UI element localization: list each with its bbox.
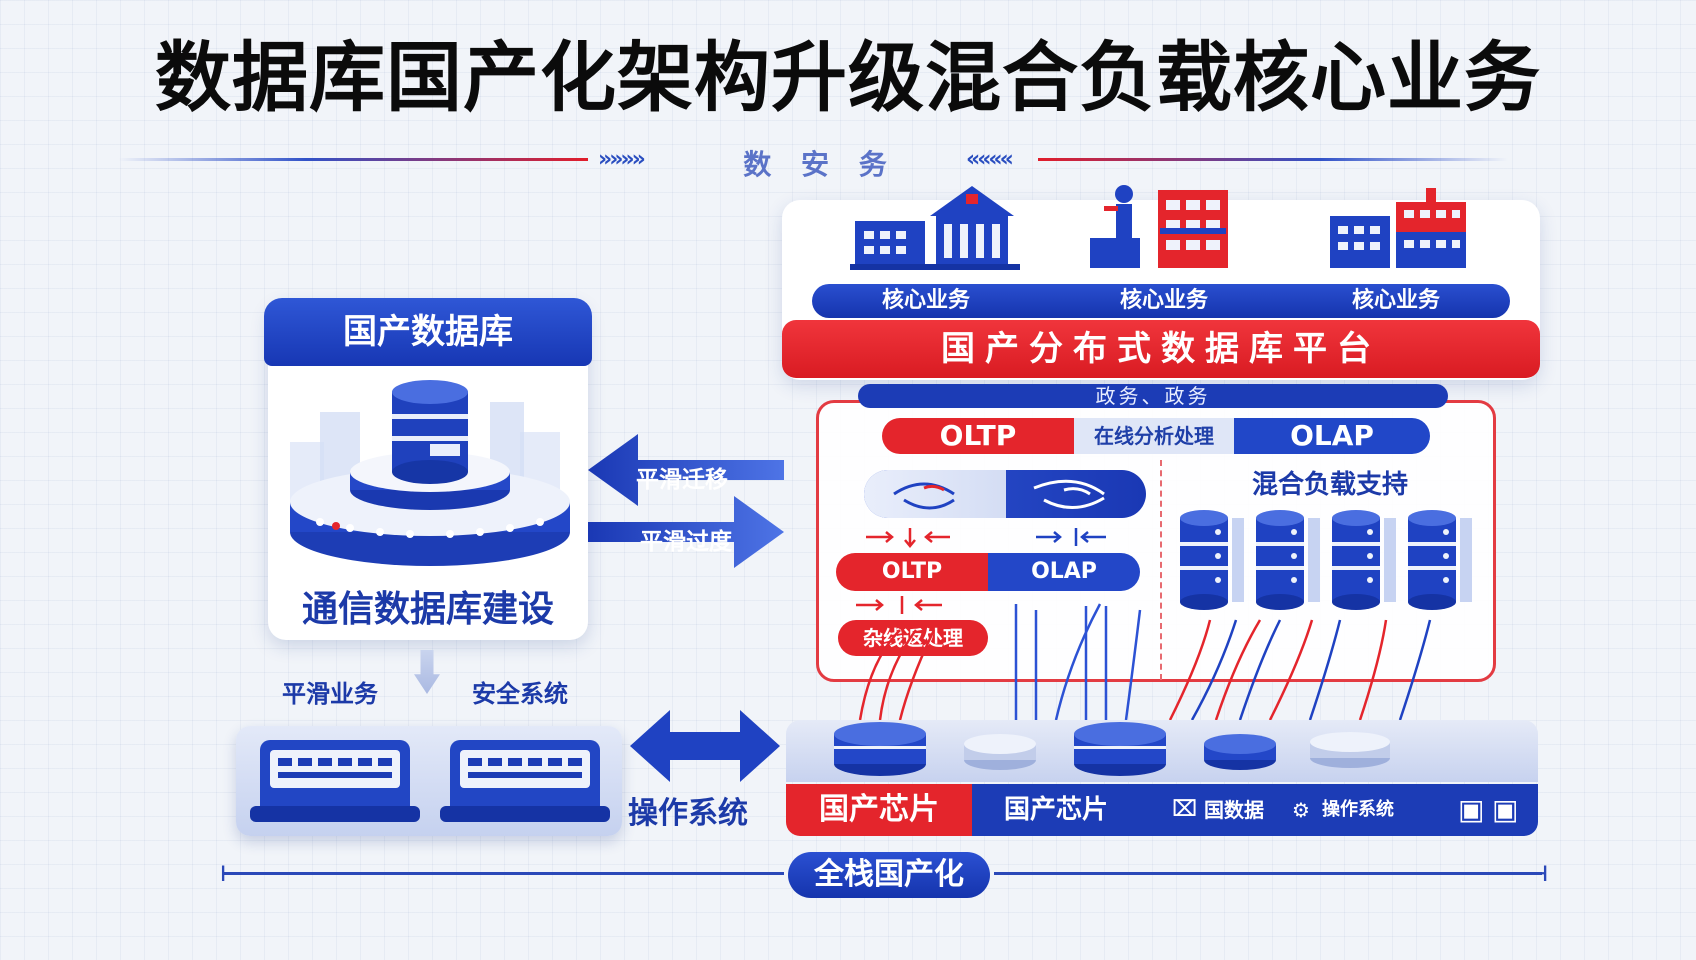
disk-stack-icon	[1074, 722, 1166, 776]
bidirectional-arrow-icon	[630, 710, 780, 782]
disk-icon	[1310, 732, 1390, 768]
bracket-right-icon: ⊣	[1528, 862, 1549, 887]
bracket-left-icon: ⊢	[220, 862, 241, 887]
domestic-database-caption: 通信数据库建设	[301, 589, 554, 630]
online-analysis-tag: 在线分析处理	[1074, 418, 1234, 454]
domestic-database-header: 国产数据库	[264, 298, 592, 366]
database-chip-icon: ⌧	[1172, 797, 1198, 822]
office-worker-icon	[1090, 185, 1228, 268]
page-subtitle: 数 安 务	[743, 148, 897, 181]
core-business-label-2: 核心业务	[1119, 288, 1208, 313]
chip-icon: ▣	[1492, 793, 1519, 826]
base-disks	[834, 722, 1390, 776]
small-arrows-top	[866, 528, 1106, 548]
database-icon	[1180, 510, 1228, 610]
server-rack-icon	[250, 740, 610, 822]
data-flow-arrows	[858, 603, 1432, 721]
smooth-migration-label: 平滑迁移	[636, 467, 728, 493]
database-icon	[1408, 510, 1456, 610]
distributed-database-platform: 国产分布式数据库平台	[782, 320, 1540, 378]
chevron-left-icon: ««««	[966, 147, 1014, 172]
arrow-right-icon	[588, 496, 784, 568]
arrow-left-icon	[588, 434, 784, 506]
arrow-down-icon	[414, 650, 440, 694]
government-band: 政务、政务	[858, 384, 1448, 408]
chip-row: 国产芯片 国产芯片 ⌧ 国数据 ⚙ 操作系统 ▣ ▣	[786, 784, 1538, 836]
migration-arrows	[588, 434, 784, 568]
chip-icon: ▣	[1458, 793, 1485, 826]
disk-stack-icon	[834, 722, 926, 776]
title-rule-right	[1038, 158, 1508, 161]
small-arrows-bottom	[856, 596, 942, 614]
city-buildings-icon	[1330, 188, 1466, 268]
bottom-line-right	[994, 872, 1542, 875]
domestic-chip-red: 国产芯片	[786, 784, 972, 836]
building-icon	[850, 186, 1020, 270]
page-title: 数据库国产化架构升级混合负载核心业务	[155, 33, 1541, 122]
mixed-workload-label: 混合负载支持	[1251, 470, 1408, 500]
smooth-transition-label: 平滑过度	[640, 529, 732, 555]
oltp-olap-bar: OLTP 在线分析处理 OLAP	[882, 418, 1430, 454]
gear-icon: ⚙	[1292, 798, 1310, 822]
signal-wave-icon	[893, 479, 1105, 510]
core-business-bar	[812, 284, 1510, 318]
hybrid-processing-pill: 杂线返处理	[838, 620, 988, 656]
database-icon	[1332, 510, 1380, 610]
processing-wave-left	[864, 470, 1006, 518]
divider	[1160, 460, 1162, 680]
full-stack-localization-pill: 全栈国产化	[788, 852, 990, 898]
domestic-data-label: 国数据	[1204, 798, 1264, 822]
disk-icon	[964, 734, 1036, 770]
database-icon	[1256, 510, 1304, 610]
chevron-right-icon: »»»»	[598, 147, 646, 172]
olap-label: OLAP	[988, 553, 1140, 591]
domestic-chip-blue: 国产芯片	[1004, 795, 1109, 825]
os-label-middle: 操作系统	[628, 796, 748, 831]
smooth-business-label: 平滑业务	[282, 680, 378, 708]
bottom-line-left	[222, 872, 784, 875]
olap-tag: OLAP	[1234, 418, 1430, 454]
database-server-illustration	[290, 380, 570, 566]
core-business-label-3: 核心业务	[1351, 288, 1440, 313]
oltp-label: OLTP	[836, 553, 988, 591]
disk-icon	[1204, 734, 1276, 770]
core-business-buildings	[850, 185, 1466, 270]
database-cylinders	[1180, 510, 1472, 610]
title-rule-left	[118, 158, 588, 161]
os-label-base: 操作系统	[1322, 799, 1394, 820]
chip-row-blue: 国产芯片 ⌧ 国数据 ⚙ 操作系统 ▣ ▣	[972, 784, 1538, 836]
oltp-olap-pill: OLTP OLAP	[836, 553, 1140, 591]
core-business-label-1: 核心业务	[881, 288, 970, 313]
oltp-tag: OLTP	[882, 418, 1074, 454]
security-system-label: 安全系统	[472, 680, 568, 708]
